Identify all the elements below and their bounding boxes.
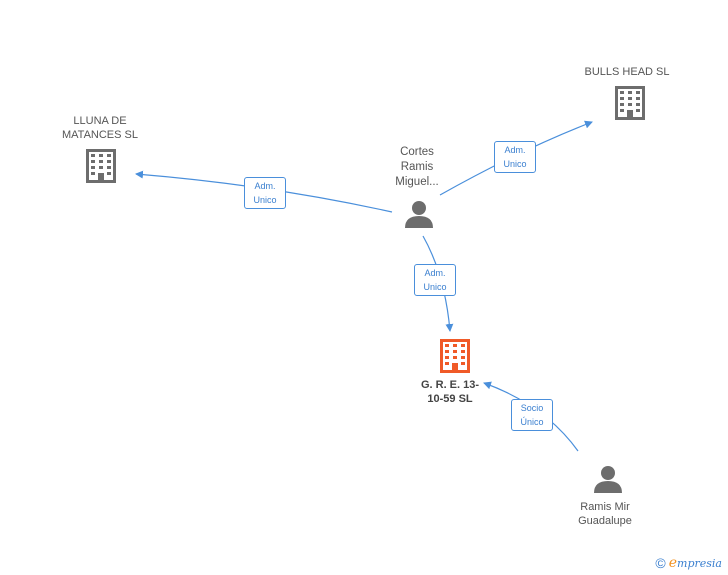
edge-label-line: Unico [503,159,527,169]
edge-label-line: Adm. [424,268,446,278]
edge-label-line: Socio [520,403,544,413]
node-label-line: BULLS HEAD SL [584,66,670,78]
edge-label-to-lluna[interactable]: Adm. Unico [244,177,286,209]
node-label-line: Miguel... [395,176,439,188]
node-label-line: Ramis [400,161,434,173]
node-label-line: 10-59 SL [427,393,473,405]
edge-label-line: Adm. [504,145,526,155]
edge-label-line: Unico [253,195,277,205]
node-label-line: LLUNA DE [73,115,127,127]
person-icon[interactable] [594,466,622,493]
node-label-line: Guadalupe [578,515,632,527]
edge-label-ramis-to-gre[interactable]: Socio Único [511,399,553,431]
edge-label-line: Unico [423,282,447,292]
main-company-building-icon[interactable] [440,339,470,373]
logo-e: e [668,555,678,571]
node-label-line: Cortes [400,146,434,158]
building-icon[interactable] [615,86,645,120]
logo-text: mpresia [677,557,722,570]
node-label-gre[interactable]: G. R. E. 13- 10-59 SL [410,378,490,406]
building-icon[interactable] [86,149,116,183]
node-label-line: MATANCES SL [62,129,138,141]
edge-label-to-gre[interactable]: Adm. Unico [414,264,456,296]
edge-label-to-bulls[interactable]: Adm. Unico [494,141,536,173]
node-label-ramis[interactable]: Ramis Mir Guadalupe [560,500,650,528]
person-icon[interactable] [405,201,433,228]
empresia-logo[interactable]: empresia [669,555,722,571]
node-label-line: Ramis Mir [580,501,630,513]
edge-label-line: Adm. [254,181,276,191]
node-label-cortes[interactable]: Cortes Ramis Miguel... [382,145,452,190]
copyright-icon: © [655,555,666,571]
node-label-line: G. R. E. 13- [420,379,480,391]
node-label-bulls[interactable]: BULLS HEAD SL [572,65,682,79]
edge-label-line: Único [520,417,544,427]
footer-brand: © empresia [655,555,722,571]
node-label-lluna[interactable]: LLUNA DE MATANCES SL [50,114,150,142]
